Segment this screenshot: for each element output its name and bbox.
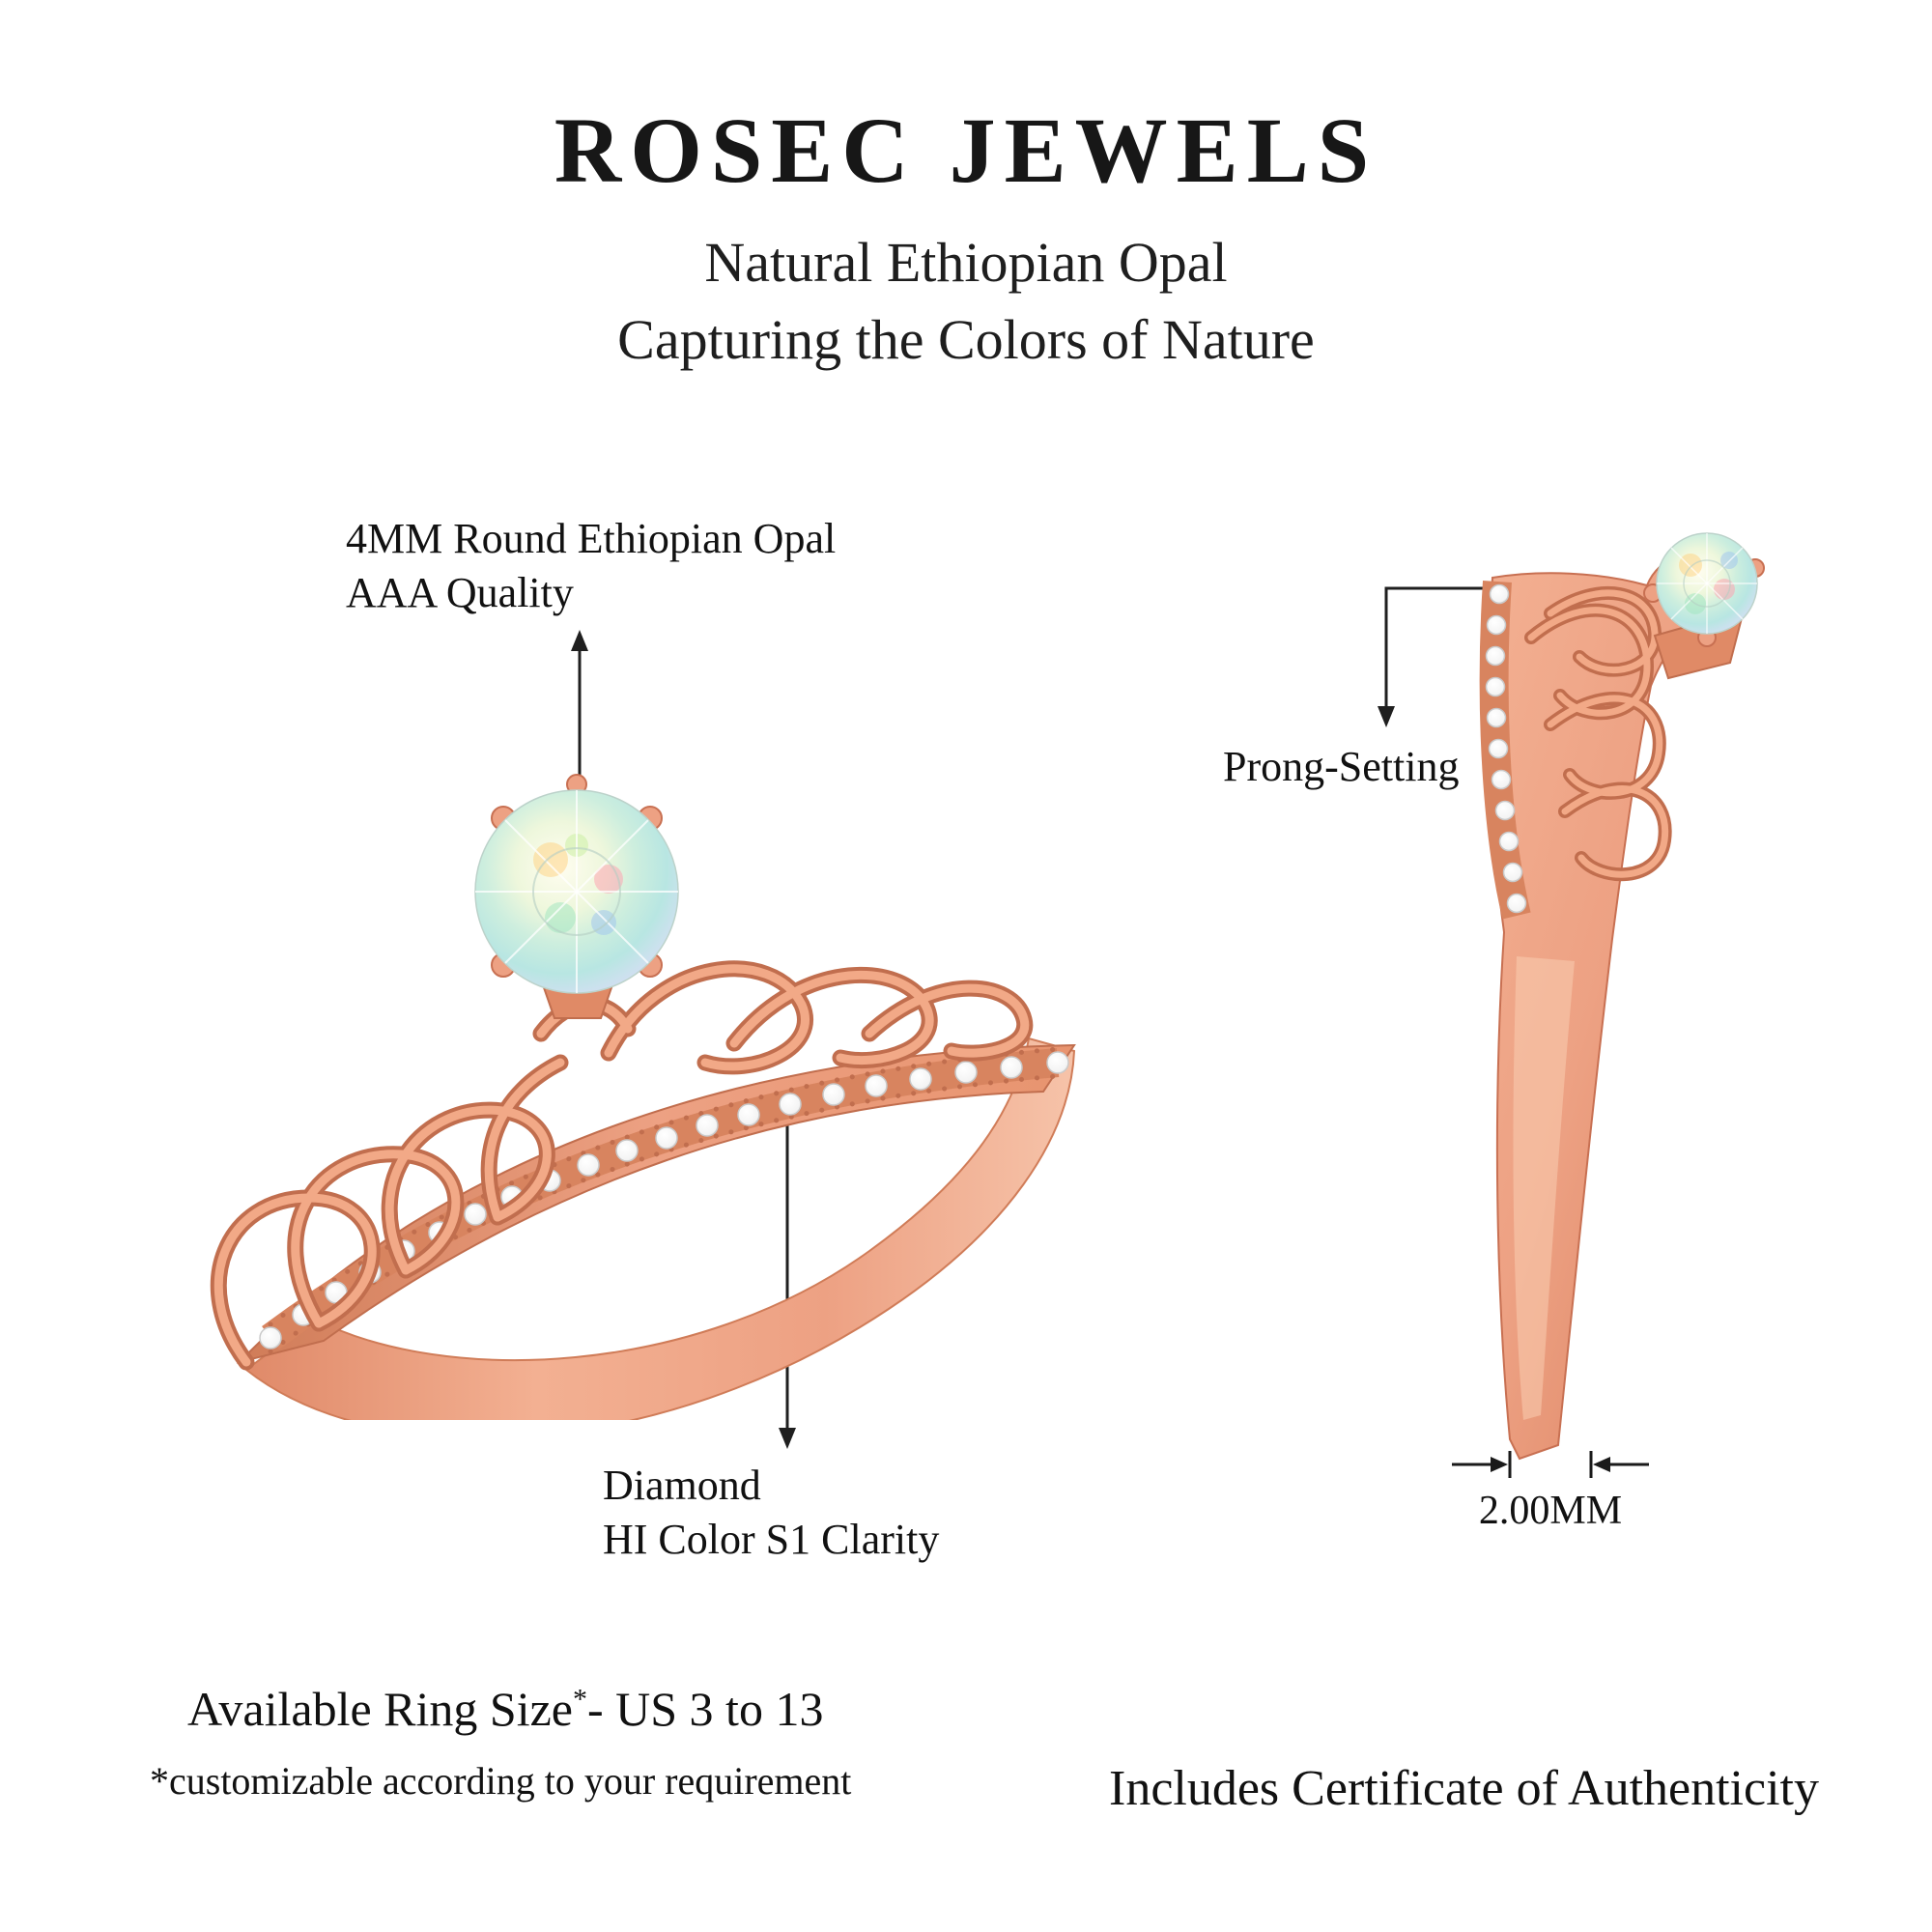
diamond-annotation: Diamond HI Color S1 Clarity [603, 1459, 939, 1567]
certificate-note: Includes Certificate of Authenticity [1109, 1761, 1819, 1816]
customizable-note: *customizable according to your requirem… [150, 1759, 852, 1803]
band-width-label: 2.00MM [1478, 1489, 1623, 1533]
diamond-annotation-line-1: Diamond [603, 1462, 761, 1509]
opal-annotation-line-2: AAA Quality [346, 569, 574, 616]
ring-size-label: Available Ring Size [187, 1682, 573, 1736]
side-opal-facets [1657, 533, 1757, 634]
side-opal-setting [1643, 532, 1765, 680]
subtitle-line-1: Natural Ethiopian Opal [704, 231, 1228, 294]
ring-perspective-view [210, 774, 1076, 1420]
opal-facets [475, 790, 678, 993]
brand-title: ROSEC JEWELS [554, 99, 1378, 202]
side-diamond-rail [1479, 581, 1531, 920]
ring-side-view [1479, 532, 1765, 1461]
prong-knobs [491, 774, 663, 978]
ring-band-front [244, 1037, 1076, 1420]
side-tiara-loops [1524, 586, 1672, 882]
tiara-loops [210, 960, 1034, 1371]
opal-annotation-line-1: 4MM Round Ethiopian Opal [346, 515, 837, 562]
opal-annotation: 4MM Round Ethiopian Opal AAA Quality [346, 512, 836, 620]
ring-size-text: Available Ring Size*- US 3 to 13 [187, 1681, 823, 1737]
diamond-annotation-arrow-icon [779, 1101, 796, 1449]
diamond-annotation-line-2: HI Color S1 Clarity [603, 1516, 940, 1563]
side-shank-highlight [1513, 956, 1575, 1420]
ring-size-star: * [572, 1683, 587, 1716]
opal-stone-setting [474, 774, 679, 1019]
subtitle-line-2: Capturing the Colors of Nature [617, 308, 1315, 371]
ring-size-value: - US 3 to 13 [586, 1682, 824, 1736]
band-width-dimension-icon [1452, 1451, 1649, 1478]
prong-annotation: Prong-Setting [1223, 743, 1460, 790]
